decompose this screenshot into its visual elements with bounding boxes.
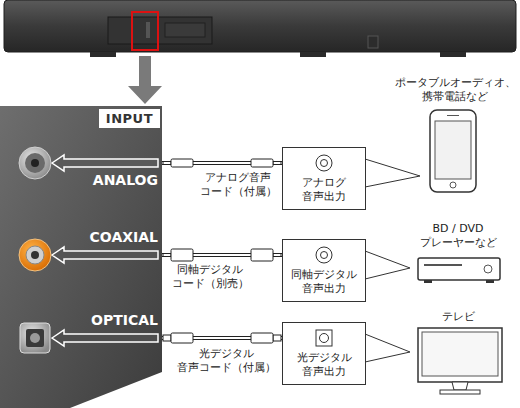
plug-body bbox=[251, 249, 273, 261]
output-jack-icon bbox=[283, 240, 365, 268]
insert-arrow bbox=[52, 330, 158, 346]
connector-recess bbox=[108, 17, 212, 44]
out-node: アナログ 音声出力 bbox=[282, 147, 366, 210]
analog-jack-ring bbox=[25, 153, 45, 173]
jack-icon bbox=[316, 247, 332, 263]
cable-label: 光デジタル 音声コード（付属） bbox=[174, 347, 278, 374]
jack-node: OPTICAL bbox=[0, 313, 162, 363]
cable-label: アナログ音声 コード（付属） bbox=[196, 171, 280, 198]
rear-panel bbox=[0, 106, 162, 408]
recess-inner bbox=[165, 23, 205, 37]
cable bbox=[162, 159, 282, 167]
soundbar-foot bbox=[90, 52, 116, 57]
out-node: 光デジタル 音声出力 bbox=[282, 322, 366, 385]
device-caption: BD / DVD プレーヤーなど bbox=[410, 222, 506, 250]
zoom-arrow bbox=[128, 56, 162, 104]
insert-arrow bbox=[52, 155, 158, 171]
node-text: ANALOG bbox=[93, 173, 158, 188]
optical-icon-hole bbox=[320, 334, 329, 343]
cable-label: 同軸デジタル コード（別売） bbox=[168, 263, 252, 290]
analog-jack-hole bbox=[31, 159, 39, 167]
node-text: 光デジタル 音声出力 bbox=[289, 351, 359, 379]
plug-tip bbox=[163, 335, 171, 341]
device-caption: テレビ bbox=[410, 310, 506, 324]
phone-button bbox=[450, 182, 456, 188]
output-jack-icon bbox=[283, 148, 365, 176]
node-text: OPTICAL bbox=[91, 313, 158, 328]
plug-tip bbox=[273, 335, 281, 341]
insert-arrow bbox=[52, 247, 158, 263]
balloon-tail bbox=[365, 251, 410, 279]
soundbar-body bbox=[4, 0, 516, 52]
plug-body bbox=[251, 159, 273, 167]
power-button bbox=[368, 36, 378, 48]
coaxial-jack bbox=[19, 239, 51, 271]
highlight-frame bbox=[132, 12, 158, 50]
optical-jack-port bbox=[26, 329, 44, 347]
tv-base bbox=[440, 390, 480, 394]
plug-tip bbox=[273, 254, 281, 257]
plug-body bbox=[171, 249, 193, 261]
plug-body bbox=[171, 333, 193, 343]
cable bbox=[162, 333, 282, 343]
tv bbox=[418, 328, 502, 382]
jack-node: ANALOG bbox=[0, 138, 162, 188]
jack-node: COAXIAL bbox=[0, 230, 162, 280]
player-foot bbox=[486, 280, 494, 283]
cable bbox=[162, 249, 282, 261]
plug-body bbox=[251, 333, 273, 343]
node-text: INPUT bbox=[106, 110, 153, 127]
disc-slot bbox=[424, 264, 462, 266]
coaxial-jack-ring bbox=[26, 246, 44, 264]
analog-jack bbox=[19, 147, 51, 179]
device-caption: ポータブルオーディオ、 携帯電話など bbox=[390, 76, 520, 104]
optical-jack-hole bbox=[30, 333, 40, 343]
tag-node: INPUT bbox=[99, 109, 160, 128]
phone-speaker bbox=[447, 115, 459, 116]
coaxial-jack-hole bbox=[31, 251, 39, 259]
recess-jack bbox=[146, 22, 150, 38]
plug-tip bbox=[273, 162, 281, 165]
plug-tip bbox=[163, 254, 171, 257]
soundbar-foot bbox=[300, 52, 326, 57]
phone-screen bbox=[435, 121, 471, 179]
player-foot bbox=[424, 280, 432, 283]
plug-body bbox=[171, 159, 193, 167]
node-text: COAXIAL bbox=[90, 230, 158, 245]
balloon-tail bbox=[365, 159, 420, 187]
optical-jack bbox=[20, 323, 50, 353]
output-jack-icon bbox=[283, 323, 365, 351]
out-node: 同軸デジタル 音声出力 bbox=[282, 239, 366, 302]
soundbar-foot bbox=[440, 52, 466, 57]
optical-icon bbox=[316, 330, 332, 346]
balloon-tail bbox=[365, 334, 410, 362]
player-button bbox=[484, 265, 492, 273]
tv-screen bbox=[422, 332, 498, 376]
jack-icon-hole bbox=[321, 252, 328, 259]
phone bbox=[430, 110, 476, 192]
node-text: アナログ 音声出力 bbox=[289, 176, 359, 204]
tv-stand bbox=[452, 382, 468, 390]
jack-icon bbox=[316, 155, 332, 171]
plug-tip bbox=[163, 162, 171, 165]
jack-icon-hole bbox=[321, 160, 328, 167]
node-text: 同軸デジタル 音声出力 bbox=[289, 268, 359, 296]
bd-player bbox=[418, 258, 500, 280]
